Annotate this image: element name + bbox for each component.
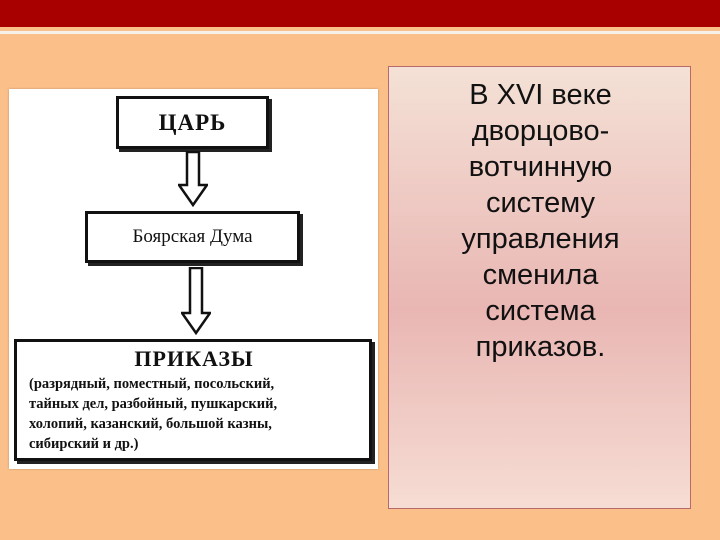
title-bar: [0, 0, 720, 27]
boyar-duma-box: Боярская Дума: [85, 211, 300, 263]
info-panel: В XVI веке дворцово- вотчинную систему у…: [388, 66, 691, 509]
prikazy-list: (разрядный, поместный, посольский, тайны…: [29, 376, 278, 452]
hierarchy-diagram: ЦАРЬ Боярская Дума ПРИКАЗЫ (разрядный, п…: [9, 89, 378, 469]
prikazy-title: ПРИКАЗЫ: [134, 346, 254, 371]
prikazy-box: ПРИКАЗЫ (разрядный, поместный, посольски…: [14, 339, 372, 461]
info-text: В XVI веке дворцово- вотчинную систему у…: [461, 79, 620, 363]
down-arrow-icon: [181, 267, 211, 335]
tsar-box: ЦАРЬ: [116, 96, 269, 149]
down-arrow-icon: [178, 151, 208, 207]
tsar-label: ЦАРЬ: [158, 109, 227, 135]
title-bar-divider: [0, 31, 720, 34]
boyar-duma-label: Боярская Дума: [132, 226, 253, 247]
